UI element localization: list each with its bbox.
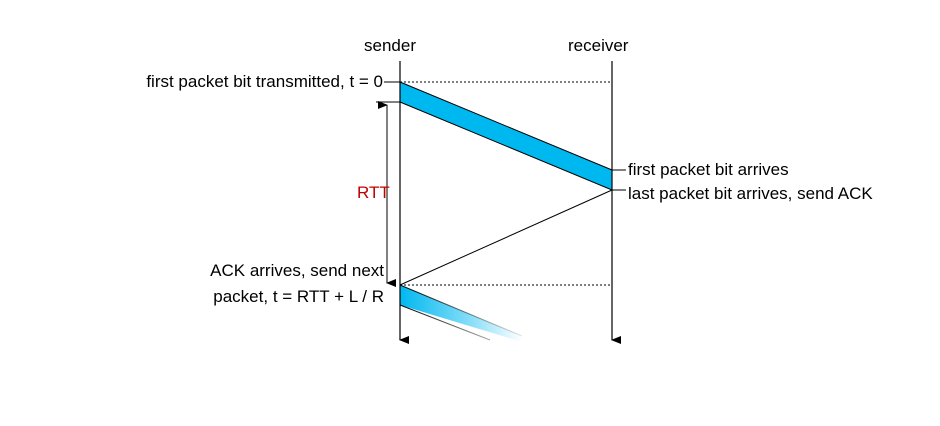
- next-packet-edge-top: [399, 284, 523, 337]
- rtt-label: RTT: [357, 183, 390, 202]
- next-packet-label: packet, t = RTT + L / R: [213, 287, 384, 306]
- ack-arrives-label: ACK arrives, send next: [210, 261, 384, 280]
- next-packet-band: [400, 285, 522, 342]
- next-packet-formula: t = RTT + L / R: [273, 287, 384, 306]
- last-bit-arrives-label: last packet bit arrives, send ACK: [628, 184, 873, 203]
- ack-line: [399, 189, 613, 286]
- next-packet-prefix: packet,: [213, 287, 273, 306]
- packet-band: [399, 81, 613, 191]
- first-bit-arrives-label: first packet bit arrives: [628, 160, 789, 179]
- next-packet-edge-bottom: [399, 304, 491, 341]
- sender-label: sender: [364, 36, 416, 55]
- first-bit-transmitted-label: first packet bit transmitted, t = 0: [146, 72, 383, 91]
- receiver-label: receiver: [568, 36, 629, 55]
